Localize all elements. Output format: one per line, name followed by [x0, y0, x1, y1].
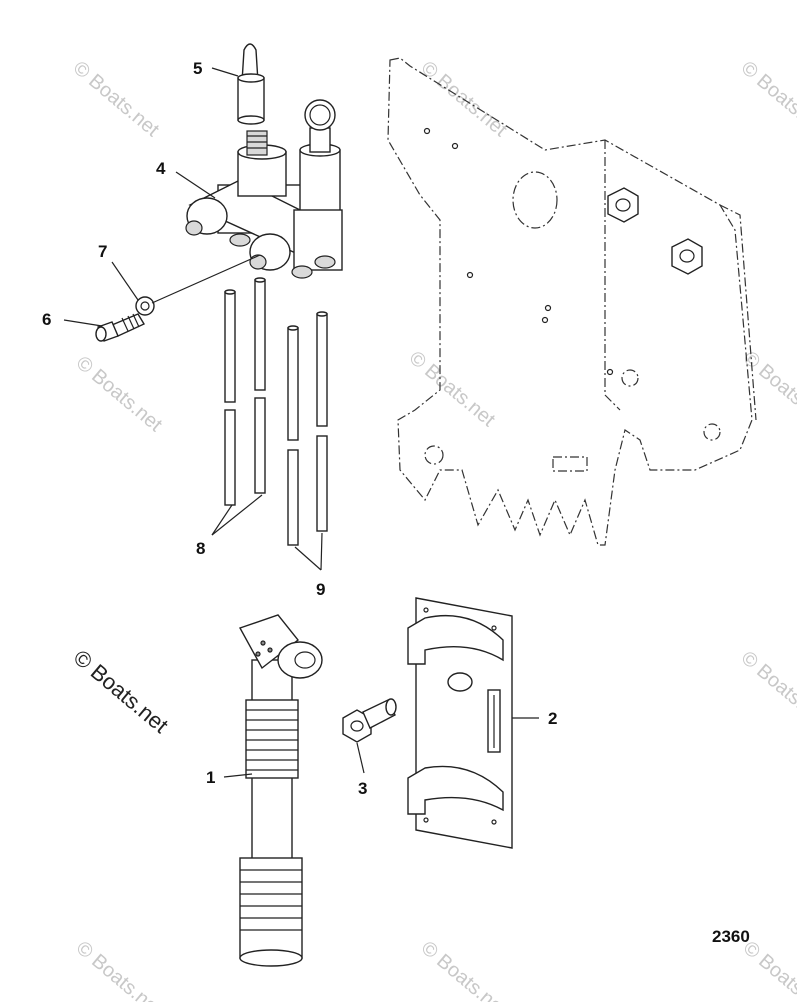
callout-6: 6 [42, 310, 51, 329]
bolt [342, 698, 397, 743]
watermark: © Boats.net [417, 937, 512, 1002]
ribs [240, 869, 302, 931]
watermarks: © Boats.net © Boats.net © Boats.net © Bo… [69, 57, 797, 1002]
tubes-pair-8 [224, 277, 266, 506]
callout-2: 2 [548, 709, 557, 728]
watermark: © Boats.net [72, 352, 167, 436]
callout-3: 3 [358, 779, 367, 798]
callout-labels: 1 2 3 4 5 6 7 8 9 [42, 59, 557, 798]
callout-1: 1 [206, 768, 215, 787]
figure-number: 2360 [712, 927, 750, 946]
watermark: © Boats.net [737, 57, 797, 141]
callout-4: 4 [156, 159, 166, 178]
callout-5: 5 [193, 59, 202, 78]
pump-handle [238, 614, 323, 967]
washer [135, 296, 155, 316]
callout-8: 8 [196, 539, 205, 558]
nut [671, 238, 703, 275]
watermark: © Boats.net [69, 57, 164, 141]
valve-assembly [185, 99, 343, 279]
watermark-dark: © Boats.net [69, 645, 173, 738]
leader-line [151, 254, 261, 304]
nut [607, 187, 639, 223]
callout-7: 7 [98, 242, 107, 261]
watermark: © Boats.net [405, 347, 500, 431]
leaders [63, 67, 539, 778]
watermark: © Boats.net [737, 647, 797, 731]
callout-9: 9 [316, 580, 325, 599]
mounting-bracket [407, 597, 513, 849]
tubes-pair-9 [287, 311, 328, 546]
watermark: © Boats.net [739, 937, 797, 1002]
watermark: © Boats.net [739, 347, 797, 431]
watermark: © Boats.net [72, 937, 167, 1002]
actuator-pin [237, 43, 265, 125]
screw [95, 313, 146, 342]
transom-bracket-reference [387, 57, 757, 546]
